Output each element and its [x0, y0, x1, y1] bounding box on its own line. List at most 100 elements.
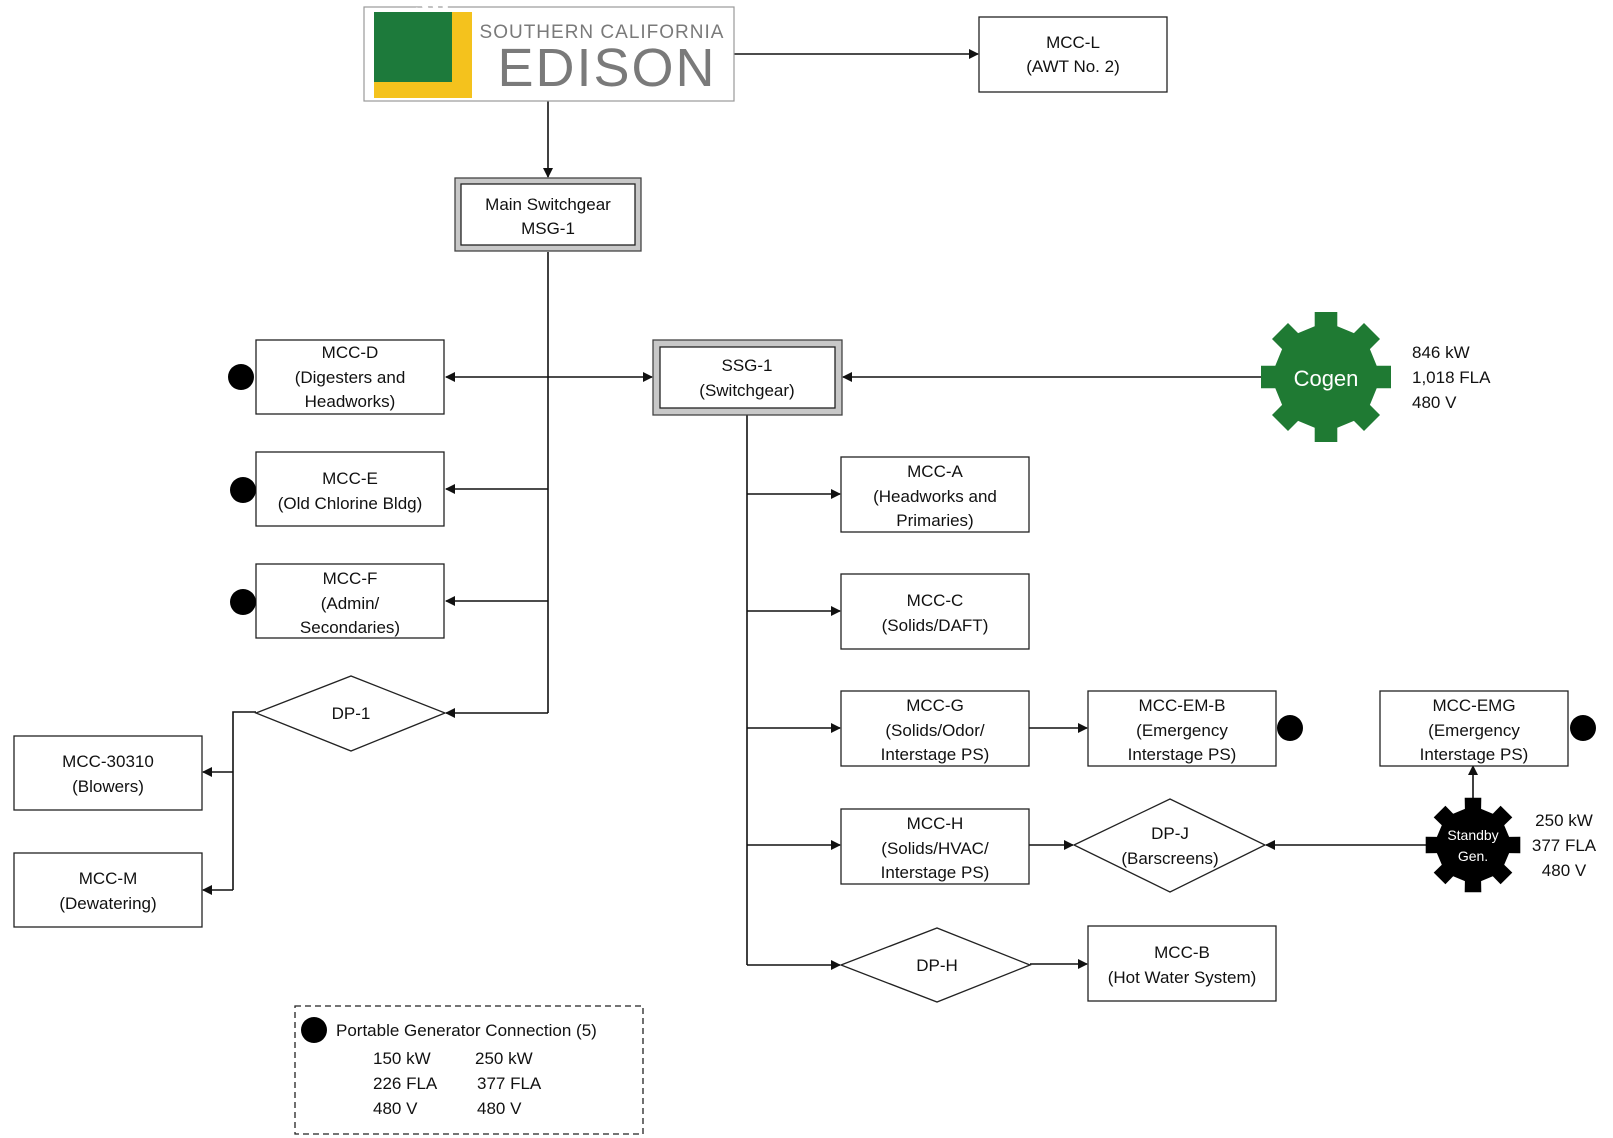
dp-j-sub: (Barscreens) [1121, 849, 1218, 868]
mcc-emg-box [1379, 690, 1569, 767]
mcc-c-label: MCC-C [907, 591, 964, 610]
dp-j-diamond [1072, 798, 1267, 893]
mcc-e-sub: (Old Chlorine Bldg) [278, 494, 423, 513]
cogen-gear-icon [1261, 312, 1391, 442]
node-dp1[interactable]: DP-1 [254, 675, 447, 752]
legend-col2-fla: 377 FLA [477, 1074, 542, 1093]
mcc-c-box [840, 573, 1030, 650]
cogen-fla: 1,018 FLA [1412, 368, 1491, 387]
mcc-f-label: MCC-F [323, 569, 378, 588]
mcc-d-box [255, 339, 445, 415]
edison-logo: SOUTHERN CALIFORNIA EDISON [363, 0, 735, 102]
legend-title: Portable Generator Connection (5) [336, 1021, 597, 1040]
node-mcc-b[interactable]: MCC-B (Hot Water System) [1087, 925, 1277, 1002]
node-mcc-m[interactable]: MCC-M (Dewatering) [13, 852, 203, 928]
legend-col2-v: 480 V [477, 1099, 522, 1118]
logo-line2: EDISON [497, 38, 716, 98]
dp1-diamond [254, 675, 447, 752]
node-mcc-e[interactable]: MCC-E (Old Chlorine Bldg) [255, 451, 445, 527]
mcc-em-b-label: MCC-EM-B [1139, 696, 1226, 715]
mcc-a-box [840, 456, 1030, 533]
msg1-label: Main Switchgear [485, 195, 611, 214]
mcc-emg-sub2: Interstage PS) [1420, 745, 1529, 764]
portable-gen-connection-icon [1570, 715, 1596, 741]
mcc-l-box [978, 16, 1168, 93]
node-mcc-g[interactable]: MCC-G (Solids/Odor/ Interstage PS) [840, 690, 1030, 767]
node-mcc-h[interactable]: MCC-H (Solids/HVAC/ Interstage PS) [840, 808, 1030, 885]
mcc-g-label: MCC-G [906, 696, 964, 715]
mcc-b-label: MCC-B [1154, 943, 1210, 962]
mcc-b-sub: (Hot Water System) [1108, 968, 1257, 987]
mcc-d-sub2: Headworks) [305, 392, 396, 411]
mcc-emg-label: MCC-EMG [1432, 696, 1515, 715]
node-mcc-l[interactable]: MCC-L (AWT No. 2) [978, 16, 1168, 93]
mcc-em-b-sub1: (Emergency [1136, 721, 1228, 740]
node-mcc-c[interactable]: MCC-C (Solids/DAFT) [840, 573, 1030, 650]
standby-fla: 377 FLA [1532, 836, 1597, 855]
node-mcc-emg[interactable]: MCC-EMG (Emergency Interstage PS) [1379, 690, 1569, 767]
node-mcc-d[interactable]: MCC-D (Digesters and Headworks) [255, 339, 445, 415]
ssg1-label: SSG-1 [721, 356, 772, 375]
mcc-em-b-box [1087, 690, 1277, 767]
mcc-l-label: MCC-L [1046, 33, 1100, 52]
standby-label: Standby [1447, 827, 1498, 843]
portable-gen-connection-icon [230, 477, 256, 503]
mcc-b-box [1087, 925, 1277, 1002]
node-mcc-em-b[interactable]: MCC-EM-B (Emergency Interstage PS) [1087, 690, 1277, 767]
ssg1-inner [659, 346, 836, 409]
node-mcc-f[interactable]: MCC-F (Admin/ Secondaries) [255, 563, 445, 639]
mcc-e-box [255, 451, 445, 527]
mcc-f-sub2: Secondaries) [300, 618, 400, 637]
mcc-30310-label: MCC-30310 [62, 752, 154, 771]
portable-gen-connection-icon [1277, 715, 1303, 741]
node-dp-h[interactable]: DP-H [839, 927, 1032, 1003]
mcc-em-b-sub2: Interstage PS) [1128, 745, 1237, 764]
mcc-m-box [13, 852, 203, 928]
logo-line1: SOUTHERN CALIFORNIA [480, 22, 725, 43]
mcc-30310-box [13, 735, 203, 811]
dp-j-label: DP-J [1151, 824, 1189, 843]
mcc-a-label: MCC-A [907, 462, 963, 481]
portable-gen-connection-icon [301, 1017, 327, 1043]
portable-gen-connection-icon [228, 364, 254, 390]
dp-h-diamond [839, 927, 1032, 1003]
node-msg1[interactable]: Main Switchgear MSG-1 [454, 177, 642, 252]
mcc-f-sub1: (Admin/ [321, 594, 380, 613]
legend-col1-kw: 150 kW [373, 1049, 431, 1068]
mcc-emg-sub1: (Emergency [1428, 721, 1520, 740]
legend-box [294, 1005, 644, 1135]
node-dp-j[interactable]: DP-J (Barscreens) [1072, 798, 1267, 893]
dp1-bus-line [232, 711, 256, 890]
mcc-c-sub: (Solids/DAFT) [882, 616, 989, 635]
mcc-g-box [840, 690, 1030, 767]
legend-col1-fla: 226 FLA [373, 1074, 438, 1093]
mcc-h-label: MCC-H [907, 814, 964, 833]
node-ssg1[interactable]: SSG-1 (Switchgear) [652, 339, 843, 416]
mcc-e-label: MCC-E [322, 469, 378, 488]
connection-lines [202, 49, 1478, 970]
cogen-label: Cogen [1294, 366, 1359, 391]
node-mcc-a[interactable]: MCC-A (Headworks and Primaries) [840, 456, 1030, 533]
mcc-m-sub: (Dewatering) [59, 894, 156, 913]
node-mcc-30310[interactable]: MCC-30310 (Blowers) [13, 735, 203, 811]
mcc-a-sub2: Primaries) [896, 511, 973, 530]
legend-col1-v: 480 V [373, 1099, 418, 1118]
legend: Portable Generator Connection (5) 150 kW… [294, 1005, 644, 1135]
portable-gen-connection-icon [230, 589, 256, 615]
mcc-d-label: MCC-D [322, 343, 379, 362]
mcc-h-sub1: (Solids/HVAC/ [881, 839, 989, 858]
standby-gear-icon [1425, 797, 1521, 893]
dp1-label: DP-1 [332, 704, 371, 723]
legend-col2-kw: 250 kW [475, 1049, 533, 1068]
mcc-g-sub1: (Solids/Odor/ [885, 721, 984, 740]
standby-sub: Gen. [1458, 848, 1488, 864]
cogen-voltage: 480 V [1412, 393, 1457, 412]
mcc-d-sub1: (Digesters and [295, 368, 406, 387]
msg1-sub: MSG-1 [521, 219, 575, 238]
mcc-f-box [255, 563, 445, 639]
node-standby-gen[interactable]: Standby Gen. [1425, 797, 1521, 893]
node-cogen[interactable]: Cogen [1261, 312, 1391, 442]
dp-h-label: DP-H [916, 956, 958, 975]
standby-voltage: 480 V [1542, 861, 1587, 880]
